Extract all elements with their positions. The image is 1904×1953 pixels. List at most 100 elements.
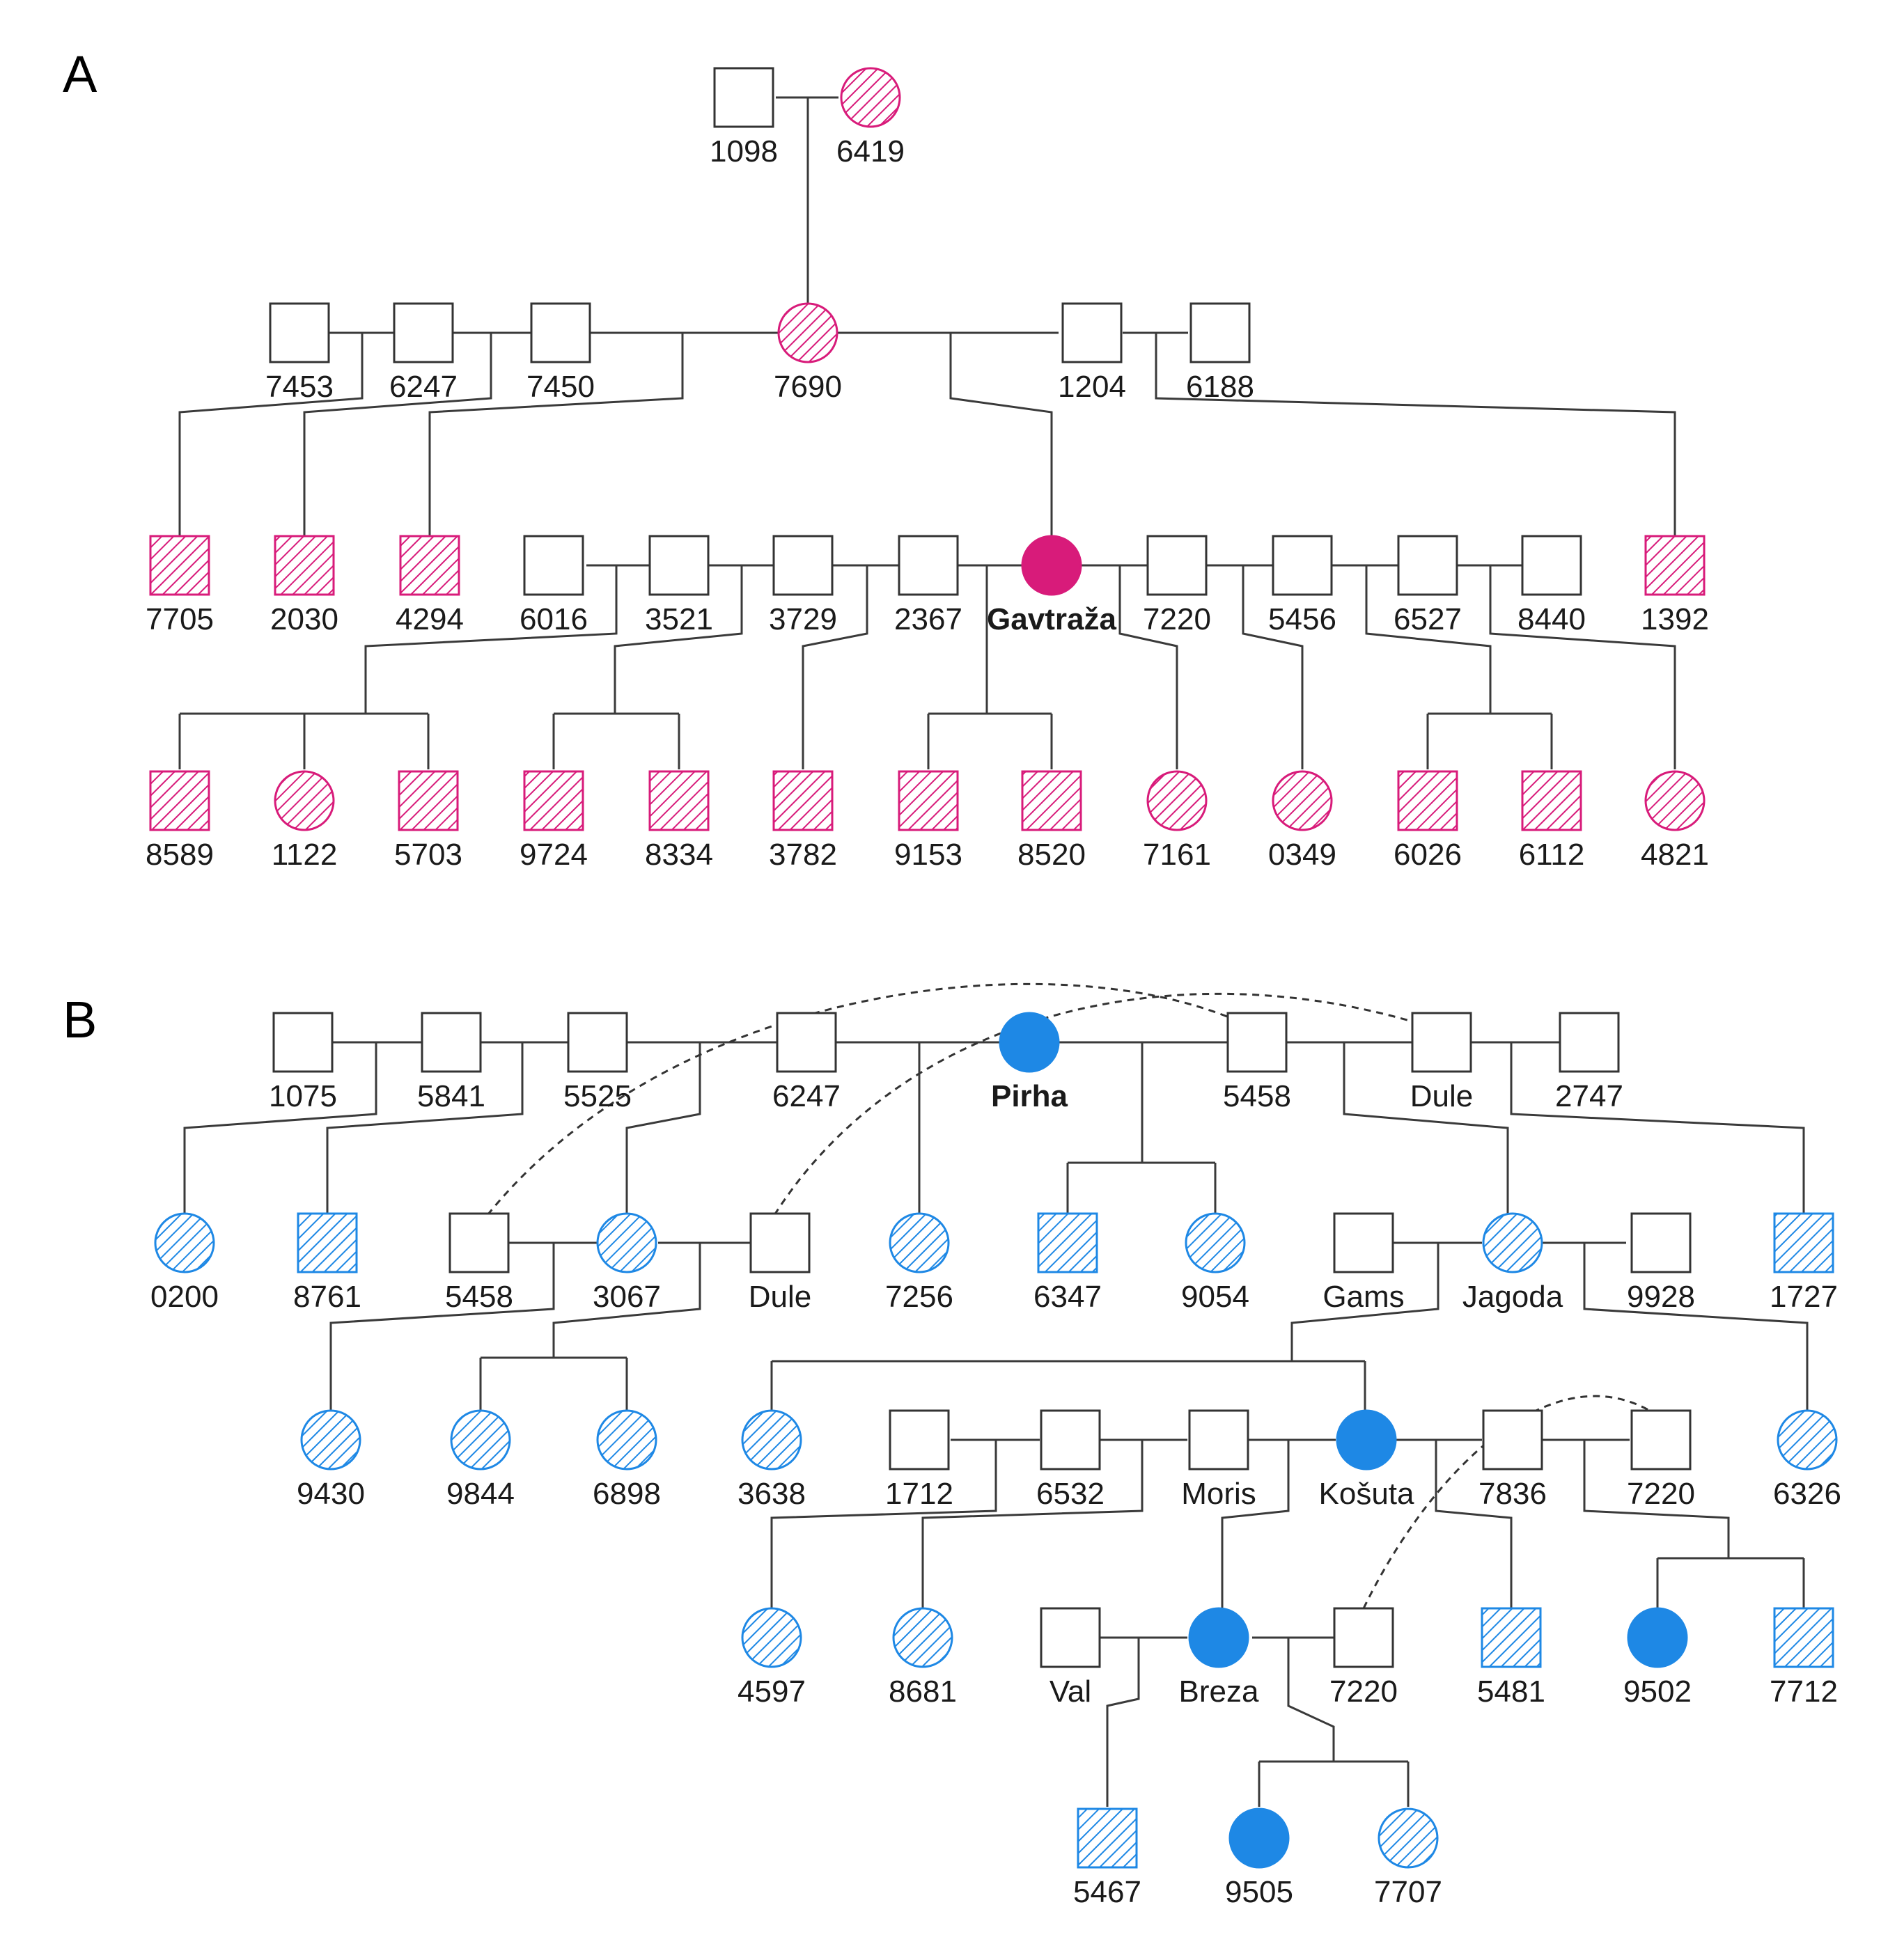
- male-square: [1021, 770, 1082, 831]
- male-square: [1188, 1409, 1249, 1470]
- individual-label: 7256: [885, 1280, 953, 1314]
- individual-pedigree_b-row4-5: 5481: [1477, 1607, 1545, 1709]
- individual-label: 6026: [1394, 838, 1462, 872]
- male-square: [393, 302, 454, 363]
- male-square: [421, 1012, 482, 1073]
- individual-label: 7453: [265, 370, 334, 404]
- individual-label: 7712: [1770, 1674, 1838, 1709]
- individual-pedigree_b-row5-2: 7707: [1374, 1807, 1442, 1909]
- individual-pedigree_b-row2-11: 1727: [1770, 1212, 1838, 1314]
- individual-pedigree_b-row1-7: 2747: [1555, 1012, 1623, 1113]
- individual-label: 6247: [772, 1079, 841, 1113]
- female-circle: [154, 1212, 215, 1273]
- individual-pedigree_a-gen4-11: 6112: [1519, 770, 1585, 872]
- individual-pedigree_b-row2-2: 5458: [445, 1212, 513, 1314]
- individual-pedigree_b-row1-2: 5525: [563, 1012, 632, 1113]
- individual-pedigree_a-gen4-10: 6026: [1394, 770, 1462, 872]
- individual-pedigree_b-row4-6: 9502: [1623, 1607, 1692, 1709]
- male-square: [898, 770, 959, 831]
- male-square: [1773, 1212, 1834, 1273]
- individual-pedigree_a-gen3-5: 3729: [769, 535, 837, 636]
- male-square: [1411, 1012, 1472, 1073]
- individual-label: 9153: [894, 838, 962, 872]
- individual-label: 6112: [1519, 838, 1585, 872]
- individual-label: 1712: [885, 1477, 953, 1511]
- individual-label: 9844: [446, 1477, 515, 1511]
- male-square: [1226, 1012, 1288, 1073]
- individual-label: 8520: [1017, 838, 1086, 872]
- individual-label: 0349: [1268, 838, 1336, 872]
- male-square: [269, 302, 330, 363]
- individual-pedigree_a-gen3-1: 2030: [270, 535, 338, 636]
- individual-pedigree_b-row3-10: 6326: [1773, 1409, 1841, 1511]
- individual-label: 1122: [272, 838, 338, 872]
- male-square: [776, 1012, 837, 1073]
- individual-pedigree_b-row2-0: 0200: [150, 1212, 219, 1314]
- individual-label: 9505: [1225, 1875, 1293, 1909]
- individual-label: Dule: [749, 1280, 812, 1314]
- individual-pedigree_b-row4-0: 4597: [738, 1607, 806, 1709]
- individual-label: 6347: [1033, 1280, 1102, 1314]
- male-square: [713, 67, 774, 128]
- female-circle: [1777, 1409, 1838, 1470]
- individual-label: 1098: [710, 134, 778, 168]
- individual-label: 5458: [445, 1280, 513, 1314]
- male-square: [399, 535, 460, 596]
- individual-label: 9430: [297, 1477, 365, 1511]
- male-square: [648, 535, 710, 596]
- individual-pedigree_a-gen3-11: 8440: [1517, 535, 1586, 636]
- individual-label: 5481: [1477, 1674, 1545, 1709]
- female-circle: [741, 1409, 802, 1470]
- male-square: [889, 1409, 950, 1470]
- individual-pedigree_b-row3-9: 7220: [1627, 1409, 1695, 1511]
- individual-pedigree_a-gen4-0: 8589: [146, 770, 214, 872]
- individual-pedigree_a-gen2-0: 7453: [265, 302, 334, 404]
- female-circle: [1188, 1607, 1249, 1668]
- female-circle: [840, 67, 901, 128]
- individual-pedigree_b-row4-7: 7712: [1770, 1607, 1838, 1709]
- individual-label: Moris: [1181, 1477, 1256, 1511]
- individual-pedigree_a-gen3-4: 3521: [645, 535, 713, 636]
- male-square: [1644, 535, 1706, 596]
- individual-pedigree_b-row3-5: 6532: [1036, 1409, 1105, 1511]
- female-circle: [1146, 770, 1208, 831]
- individual-label: 5525: [563, 1079, 632, 1113]
- individual-label: 7450: [526, 370, 595, 404]
- individual-label: 2747: [1555, 1079, 1623, 1113]
- male-square: [1559, 1012, 1620, 1073]
- individual-label: 8681: [889, 1674, 957, 1709]
- individual-label: 4821: [1641, 838, 1709, 872]
- individual-label: 6188: [1186, 370, 1254, 404]
- individual-pedigree_a-gen3-6: 2367: [894, 535, 962, 636]
- individual-label: 9054: [1181, 1280, 1249, 1314]
- individual-label: 4597: [738, 1674, 806, 1709]
- individual-pedigree_a-gen2-4: 1204: [1058, 302, 1126, 404]
- individual-label: 9502: [1623, 1674, 1692, 1709]
- individual-pedigree_a-gen3-3: 6016: [520, 535, 588, 636]
- individual-pedigree_a-gen4-9: 0349: [1268, 770, 1336, 872]
- female-circle: [999, 1012, 1060, 1073]
- male-square: [1037, 1212, 1098, 1273]
- individual-label: 3729: [769, 602, 837, 636]
- individual-pedigree_b-row1-5: 5458: [1223, 1012, 1291, 1113]
- male-square: [149, 770, 210, 831]
- individual-pedigree_a-gen1-1: 6419: [836, 67, 905, 168]
- male-square: [772, 535, 834, 596]
- individual-pedigree_b-row3-1: 9844: [446, 1409, 515, 1511]
- individual-label: 5703: [394, 838, 462, 872]
- female-circle: [1482, 1212, 1543, 1273]
- individual-label: 7220: [1143, 602, 1211, 636]
- individual-label: 5458: [1223, 1079, 1291, 1113]
- individual-pedigree_a-gen4-6: 9153: [894, 770, 962, 872]
- individual-pedigree_b-row3-0: 9430: [297, 1409, 365, 1511]
- individual-label: 0200: [150, 1280, 219, 1314]
- individual-pedigree_b-row3-2: 6898: [593, 1409, 661, 1511]
- individual-pedigree_a-gen3-8: 7220: [1143, 535, 1211, 636]
- individual-pedigree_a-gen2-2: 7450: [526, 302, 595, 404]
- individual-label: 5456: [1268, 602, 1336, 636]
- male-square: [1481, 1607, 1542, 1668]
- individual-label: 1075: [269, 1079, 337, 1113]
- individual-pedigree_b-row2-6: 6347: [1033, 1212, 1102, 1314]
